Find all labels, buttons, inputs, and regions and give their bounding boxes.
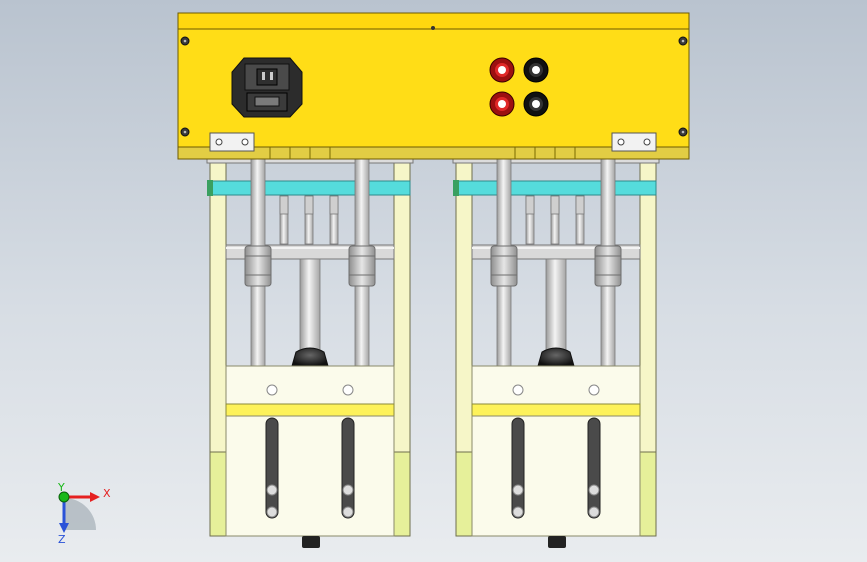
left-module[interactable] bbox=[206, 152, 414, 549]
y-axis-label: Y bbox=[57, 481, 65, 494]
red-terminal[interactable] bbox=[489, 91, 515, 117]
right-module[interactable] bbox=[452, 152, 660, 549]
black-terminal[interactable] bbox=[523, 91, 549, 117]
coordinate-triad: X Y Z bbox=[57, 481, 111, 546]
z-axis-label: Z bbox=[58, 533, 66, 546]
power-inlet[interactable] bbox=[231, 57, 303, 118]
x-axis-label: X bbox=[103, 487, 111, 500]
black-terminal[interactable] bbox=[523, 57, 549, 83]
red-terminal[interactable] bbox=[489, 57, 515, 83]
